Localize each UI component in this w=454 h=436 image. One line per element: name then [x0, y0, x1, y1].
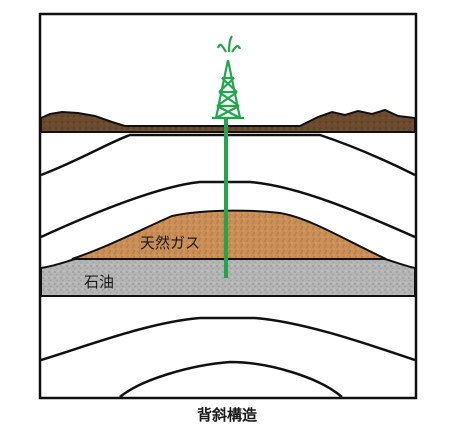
stratum-line [40, 316, 416, 362]
topsoil-layer [40, 108, 416, 133]
stratum-line [119, 360, 343, 398]
stratum-line [40, 133, 416, 177]
diagram-caption: 背斜構造 [196, 406, 257, 424]
derrick-icon [212, 35, 244, 120]
natural-gas-label: 天然ガス [140, 234, 200, 252]
oil-label: 石油 [84, 273, 114, 291]
natural-gas-layer [71, 209, 387, 260]
